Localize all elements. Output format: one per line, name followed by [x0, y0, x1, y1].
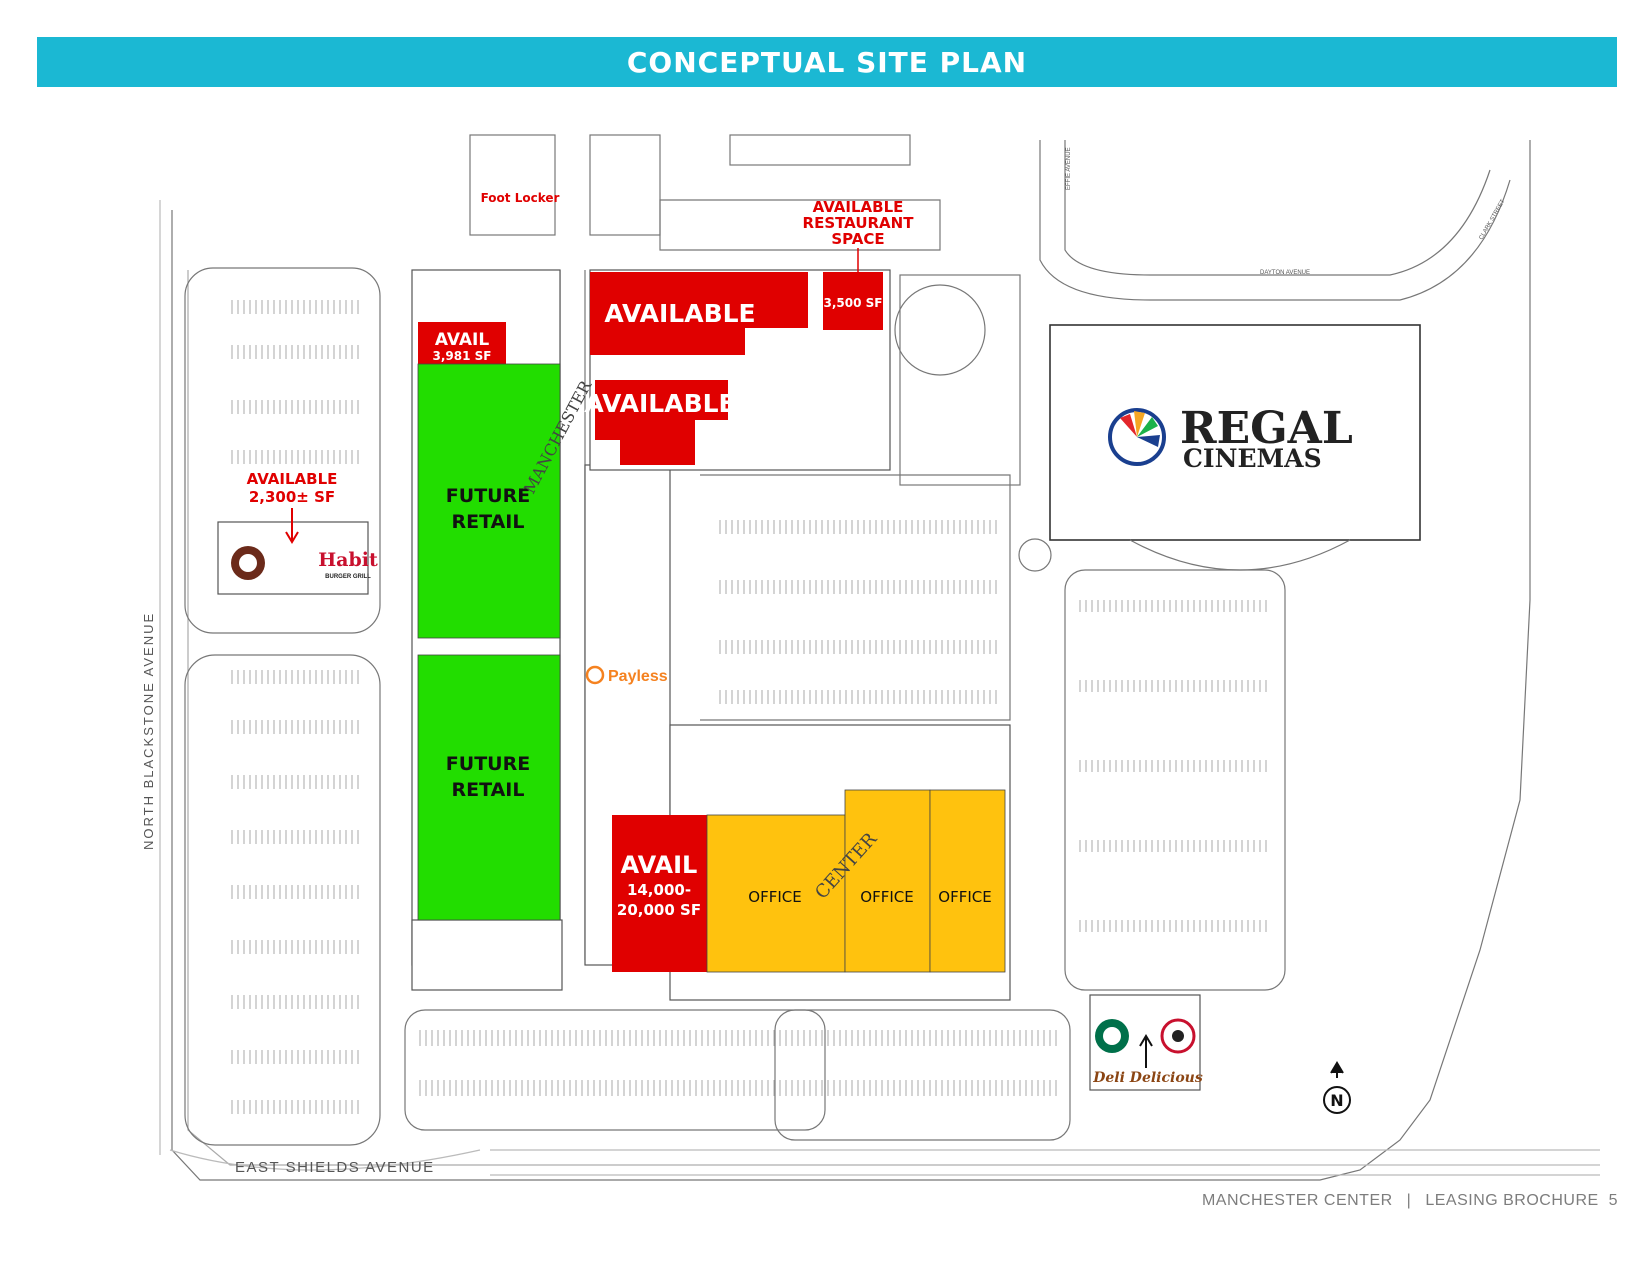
starbucks-logo-icon	[1095, 1019, 1129, 1053]
north-building-far	[729, 134, 911, 166]
space-future-retail-2	[417, 654, 561, 921]
parking-stalls-sw	[231, 670, 359, 1114]
space-available-mid	[595, 380, 728, 465]
restaurant-line1: AVAILABLE	[813, 198, 904, 216]
space-avail-large	[612, 815, 707, 972]
footer-project-name: MANCHESTER CENTER	[1201, 1192, 1393, 1209]
roundabout	[1018, 538, 1052, 572]
office-1-label: OFFICE	[748, 888, 801, 906]
footer-page-number: 5	[1608, 1192, 1618, 1209]
regal-entry-plaza	[1129, 539, 1351, 571]
northeast-road-inner	[1064, 140, 1491, 276]
avail-3981-line1: AVAIL	[435, 330, 489, 350]
office-3-label: OFFICE	[938, 888, 991, 906]
central-plaza	[899, 274, 1021, 486]
parking-stalls-west	[231, 300, 359, 464]
foot-locker-label: Foot Locker	[481, 191, 560, 205]
regal-sub: CINEMAS	[1183, 444, 1322, 473]
habit-name: Habit	[318, 549, 378, 571]
street-dayton: DAYTON AVENUE	[1260, 270, 1310, 276]
pad-up-arrow	[1139, 1034, 1153, 1068]
future-retail-1-line1: FUTURE	[446, 485, 530, 507]
header-bar: CONCEPTUAL SITE PLAN	[37, 37, 1617, 87]
south-parking-lot	[404, 1009, 826, 1131]
north-access-drive	[659, 199, 941, 251]
avail-large-line3: 20,000 SF	[617, 901, 701, 919]
payless-name: Payless	[608, 668, 668, 685]
space-office-3	[929, 789, 1006, 973]
south-road	[490, 1149, 1600, 1176]
parking-stalls-south	[419, 1030, 1057, 1096]
west-road	[159, 200, 481, 1171]
space-avail-3981	[418, 322, 506, 364]
pad-available-line2: 2,300± SF	[249, 488, 335, 506]
north-arrow-icon	[1323, 1061, 1351, 1114]
compass-letter: N	[1330, 1091, 1343, 1110]
avail-large-line2: 14,000-	[627, 881, 691, 899]
plaza-fountain	[894, 284, 986, 376]
parking-stalls-east	[1079, 600, 1267, 932]
regal-name: REGAL	[1180, 403, 1353, 454]
available-top-label: AVAILABLE	[604, 299, 755, 328]
future-retail-2-line1: FUTURE	[446, 753, 530, 775]
southwest-parking-lot	[184, 654, 381, 1146]
space-office-2	[844, 789, 931, 973]
street-east-shields: EAST SHIELDS AVENUE	[235, 1159, 435, 1176]
payless-logo-icon	[585, 665, 605, 685]
west-pad-lot	[184, 267, 381, 634]
space-office-1	[706, 814, 846, 973]
street-effie: EFFIE AVENUE	[1066, 147, 1072, 190]
page-title: CONCEPTUAL SITE PLAN	[626, 45, 1028, 79]
restaurant-line3: SPACE	[831, 230, 884, 248]
avail-large-line1: AVAIL	[621, 851, 698, 879]
avail-3981-line2: 3,981 SF	[433, 349, 492, 363]
restaurant-size: 3,500 SF	[824, 296, 883, 310]
future-retail-1-line2: RETAIL	[452, 511, 525, 533]
space-available-top	[590, 272, 808, 355]
regal-logo-icon	[1108, 408, 1166, 466]
pad-pointer-arrow	[285, 508, 299, 544]
footer-divider: |	[1406, 1192, 1412, 1209]
street-north-blackstone: NORTH BLACKSTONE AVENUE	[141, 612, 156, 850]
north-building-west	[469, 134, 556, 236]
site-boundary	[171, 140, 1531, 1181]
pad-available-line1: AVAILABLE	[247, 470, 338, 488]
footer-brochure-name: LEASING BROCHURE	[1425, 1192, 1599, 1209]
space-restaurant-3500	[823, 272, 883, 330]
deli-name: Deli Delicious	[1092, 1070, 1203, 1086]
street-clark: CLARK STREET	[1479, 198, 1507, 241]
parking-stalls-center	[719, 520, 997, 704]
available-mid-label: AVAILABLE	[584, 389, 735, 418]
habit-sub: BURGER GRILL	[325, 574, 371, 580]
east-parking-lot	[1064, 569, 1286, 991]
panda-express-logo-icon	[1160, 1018, 1196, 1054]
manchester-corridor	[559, 270, 586, 960]
footer: MANCHESTER CENTER | LEASING BROCHURE 5	[1202, 1192, 1618, 1210]
center-parking-lot	[700, 474, 1011, 721]
building-south-west	[411, 919, 563, 991]
future-retail-2-line2: RETAIL	[452, 779, 525, 801]
office-2-label: OFFICE	[860, 888, 913, 906]
chipotle-logo-icon	[231, 546, 265, 580]
northeast-road	[1039, 140, 1511, 301]
north-building-east	[589, 134, 661, 236]
restaurant-line2: RESTAURANT	[803, 214, 915, 232]
south-parking-lot-east	[774, 1009, 1071, 1141]
space-future-retail-1	[417, 363, 561, 639]
